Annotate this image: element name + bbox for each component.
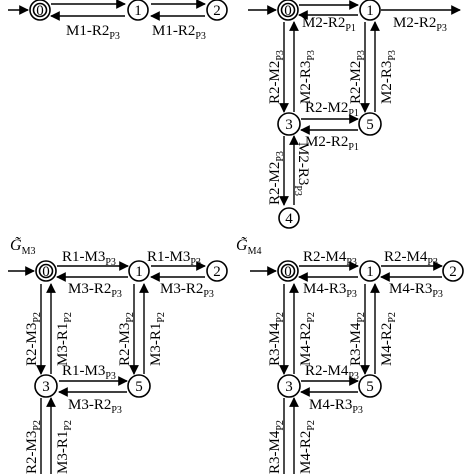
edge-label: M2-R3P3 — [298, 50, 317, 104]
edge-label: M4-R2P2 — [379, 312, 398, 366]
svg-text:1: 1 — [135, 264, 143, 280]
svg-text:2: 2 — [449, 264, 457, 280]
state-1: 1 — [128, 260, 150, 282]
svg-text:3: 3 — [42, 379, 50, 395]
graph-1: 0 1 2 M1-R2P3 M1-R2P3 — [8, 0, 228, 42]
edge-label: M4-R2P2 — [298, 420, 317, 474]
edge-label: M3-R1P2 — [55, 312, 74, 366]
edge-label: R2-M2P3 — [348, 50, 367, 104]
edge-label: R2-M3P2 — [24, 312, 43, 366]
graph-title: G̃M3 — [10, 236, 35, 257]
edge-label: M2-R2P1 — [305, 134, 359, 153]
edge-label: M4-R3P3 — [309, 397, 363, 416]
graph-3: G̃M3 0 1 2 3 — [8, 236, 228, 474]
edge-label: R3-M4P2 — [267, 420, 286, 474]
state-2: 2 — [442, 260, 464, 282]
edge-label: R1-M3P3 — [62, 249, 116, 268]
svg-text:0: 0 — [42, 264, 50, 280]
edge-label: M3-R2P3 — [68, 397, 122, 416]
state-0: 0 — [35, 260, 57, 282]
state-3: 3 — [34, 374, 58, 398]
edge-label: R2-M2P3 — [267, 50, 286, 104]
state-2: 2 — [206, 260, 228, 282]
edge-label: R2-M2P3 — [267, 151, 286, 205]
edge-label: M3-R2P3 — [68, 281, 122, 300]
graph-title: G̃M4 — [236, 236, 261, 257]
edge-label: M2-R3P3 — [292, 142, 311, 196]
svg-text:0: 0 — [284, 264, 292, 280]
svg-text:3: 3 — [285, 117, 293, 133]
edge-label: M1-R2P3 — [66, 23, 120, 42]
state-3: 3 — [277, 374, 301, 398]
svg-text:1: 1 — [134, 3, 142, 19]
svg-text:5: 5 — [366, 117, 374, 133]
edge-label: R2-M4P3 — [305, 363, 359, 382]
edge-label: M3-R2P3 — [160, 281, 214, 300]
edge-label: M2-R3P3 — [379, 50, 398, 104]
svg-text:0: 0 — [36, 3, 44, 19]
edge-label: R1-M3P3 — [62, 363, 116, 382]
state-1: 1 — [359, 0, 381, 21]
state-1: 1 — [359, 260, 381, 282]
state-5: 5 — [358, 112, 382, 136]
state-1: 1 — [127, 0, 149, 21]
svg-text:0: 0 — [284, 3, 292, 19]
svg-text:2: 2 — [213, 264, 221, 280]
edge-label: M2-R2P3 — [393, 15, 447, 34]
state-0: 0 — [277, 0, 299, 21]
state-4: 4 — [278, 207, 300, 229]
state-3: 3 — [277, 112, 301, 136]
state-0: 0 — [277, 260, 299, 282]
svg-text:2: 2 — [213, 3, 221, 19]
edge-label: R1-M3P3 — [147, 249, 201, 268]
edge-label: M4-R3P3 — [303, 281, 357, 300]
edge-label: M3-R1P2 — [55, 420, 74, 474]
edge-label: M2-R2P1 — [302, 15, 356, 34]
edge-label: R2-M4P3 — [384, 249, 438, 268]
edge-label: R2-M4P3 — [303, 249, 357, 268]
state-5: 5 — [127, 374, 151, 398]
svg-text:5: 5 — [135, 379, 143, 395]
svg-text:1: 1 — [366, 3, 374, 19]
edge-label: M4-R3P3 — [389, 281, 443, 300]
edge-label: R2-M3P2 — [24, 420, 43, 474]
graph-4: G̃M4 0 1 2 3 — [236, 236, 464, 474]
edge-label: M1-R2P3 — [152, 23, 206, 42]
state-2: 2 — [206, 0, 228, 21]
edge-label: R3-M4P2 — [267, 312, 286, 366]
edge-label: R3-M4P2 — [348, 312, 367, 366]
edge-label: M4-R2P2 — [298, 312, 317, 366]
edge-label: R2-M3P2 — [117, 312, 136, 366]
svg-text:4: 4 — [285, 211, 293, 227]
graph-2: 0 1 3 5 4 M2-R2P1 M2-R2P3 R2-M2P3 M2-R3P… — [248, 0, 461, 229]
svg-text:1: 1 — [366, 264, 374, 280]
svg-text:5: 5 — [366, 379, 374, 395]
edge-label: M3-R1P2 — [148, 312, 167, 366]
svg-text:3: 3 — [285, 379, 293, 395]
edge-label: R2-M2P1 — [305, 100, 359, 119]
state-5: 5 — [358, 374, 382, 398]
state-0: 0 — [29, 0, 51, 21]
